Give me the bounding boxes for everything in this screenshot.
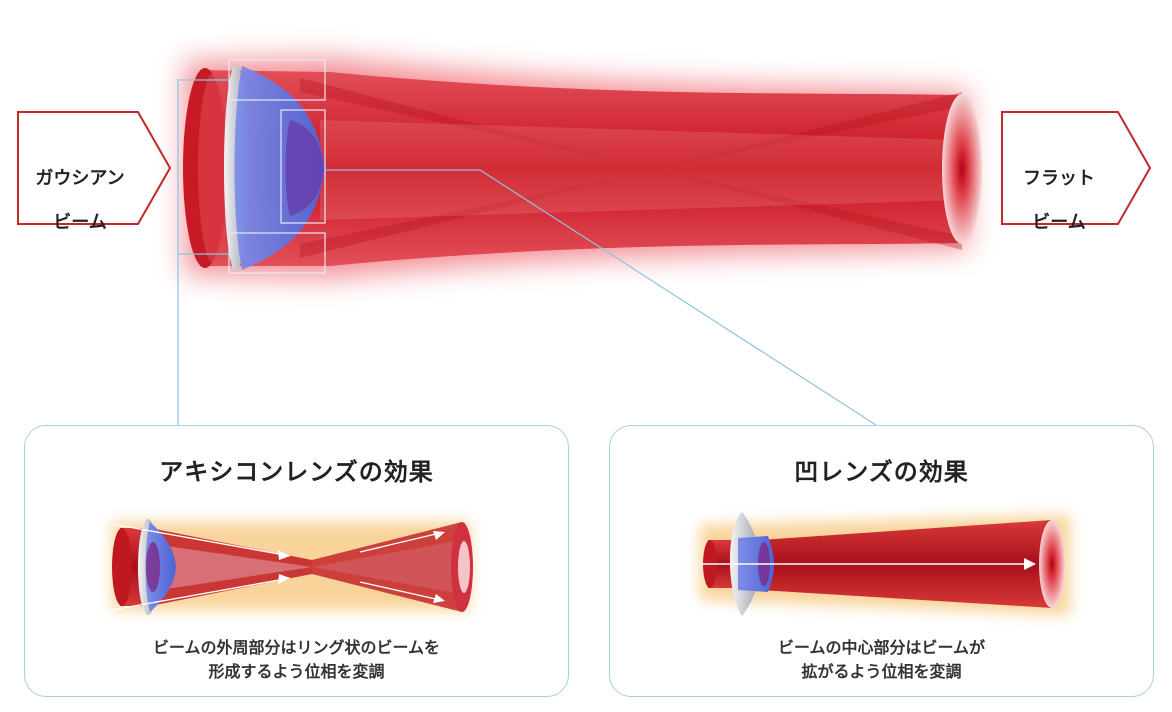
concave-illustration <box>700 512 1070 616</box>
main-lens <box>224 59 326 274</box>
output-beam-label: フラット ビーム <box>1004 146 1114 256</box>
input-beam-label-line2: ビーム <box>53 212 107 233</box>
output-beam-profile <box>942 94 982 244</box>
axicon-illustration <box>111 519 473 615</box>
input-beam-label-line1: ガウシアン <box>35 168 125 189</box>
output-beam-label-line1: フラット <box>1023 168 1095 189</box>
input-beam-label: ガウシアン ビーム <box>22 146 138 256</box>
concave-center <box>285 120 324 216</box>
input-beam-arrow <box>17 111 172 225</box>
output-beam-label-line2: ビーム <box>1032 212 1086 233</box>
leader-lines <box>177 79 877 426</box>
main-beam <box>183 58 982 278</box>
output-beam-arrow <box>1001 111 1152 225</box>
